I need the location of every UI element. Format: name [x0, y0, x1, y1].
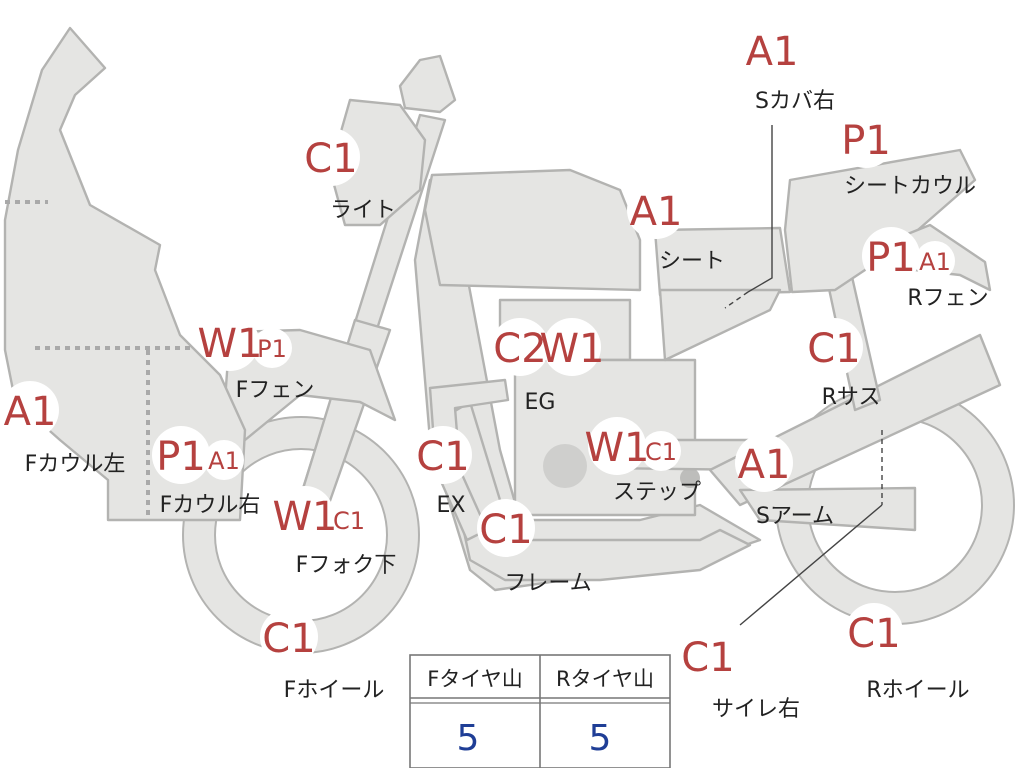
s-cover-right-label: Sカバ右: [755, 89, 835, 114]
r-wheel-label: Rホイール: [866, 678, 969, 703]
handlebar-shape: [398, 54, 457, 114]
tire-tread-table: Fタイヤ山 Rタイヤ山 5 5: [409, 654, 671, 768]
f-cowl-right-label: Fカウル右: [160, 493, 261, 518]
exhaust-label: EX: [437, 493, 466, 518]
side-cover-shape: [658, 288, 782, 362]
f-wheel-code: C1: [262, 616, 315, 662]
s-cover-leader: [747, 125, 773, 293]
seat-code: A1: [630, 189, 683, 235]
engine-label: EG: [525, 390, 556, 415]
r-suspension-code: C1: [807, 326, 860, 372]
s-arm-code: A1: [738, 442, 791, 488]
fuel-tank-shape: [423, 168, 642, 292]
f-cowl-right-code-2: A1: [208, 447, 240, 475]
front-tire-value: 5: [457, 718, 480, 759]
light-code: C1: [304, 136, 357, 182]
muffler-shape: [738, 486, 917, 532]
frame-label: フレーム: [504, 571, 591, 596]
seat-label: シート: [659, 249, 725, 274]
r-fender-label: Rフェン: [907, 286, 988, 311]
f-fork-lower-label: Fフォク下: [296, 553, 397, 578]
f-cowl-left-code: A1: [4, 389, 57, 435]
r-wheel-code: C1: [847, 611, 900, 657]
f-cowl-left-label: Fカウル左: [25, 452, 126, 477]
seat-cowl-code: P1: [841, 118, 891, 164]
s-cover-right-code: A1: [746, 29, 799, 75]
seat-shape: [653, 226, 792, 297]
f-wheel-label: Fホイール: [284, 678, 385, 703]
seat-cowl-shape: [783, 148, 977, 294]
s-cover-leader-dash: [724, 291, 749, 309]
f-cowl-right-code-1: P1: [156, 434, 206, 480]
exhaust-code: C1: [416, 434, 469, 480]
light-label: ライト: [330, 198, 396, 223]
f-fork-lower-code-1: W1: [273, 494, 338, 540]
step-code-2: C1: [645, 438, 677, 466]
muffler-leader: [739, 504, 883, 626]
rear-tire-value: 5: [589, 718, 612, 759]
r-fender-code-2: A1: [919, 248, 951, 276]
f-fork-lower-code-2: C1: [333, 507, 365, 535]
seat-cowl-label: シートカウル: [844, 174, 976, 199]
muffler-right-label: サイレ右: [712, 697, 800, 722]
r-fender-code-1: P1: [866, 235, 916, 281]
f-fender-code-2: P1: [257, 335, 287, 363]
badges: [1, 21, 955, 685]
front-tire-header: Fタイヤ山: [427, 667, 522, 691]
step-code-1: W1: [585, 425, 650, 471]
r-suspension-label: Rサス: [822, 385, 881, 410]
engine-code-2: W1: [540, 326, 605, 372]
f-fender-code-1: W1: [198, 321, 263, 367]
front-cowl-shape: [3, 26, 247, 522]
frame-code: C1: [479, 507, 532, 553]
s-arm-label: Sアーム: [756, 504, 834, 529]
f-fender-label: Fフェン: [236, 378, 315, 403]
engine-code-1: C2: [493, 326, 546, 372]
step-label: ステップ: [613, 480, 701, 505]
muffler-right-code: C1: [681, 635, 734, 681]
rear-tire-header: Rタイヤ山: [556, 667, 654, 691]
